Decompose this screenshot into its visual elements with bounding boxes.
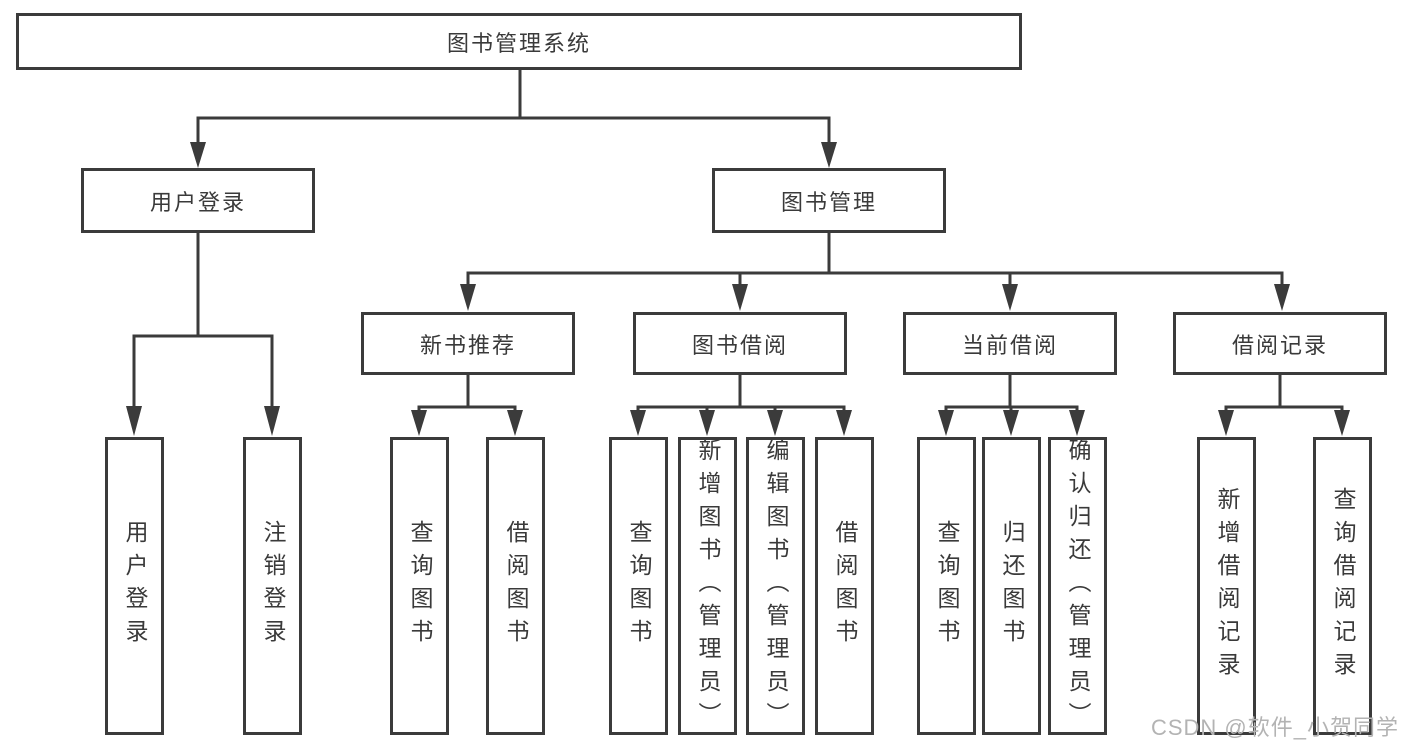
node-user-login: 用户登录	[81, 168, 315, 233]
leaf-borrow-books-borrowing: 借阅图书	[815, 437, 874, 735]
leaf-logout: 注销登录	[243, 437, 302, 735]
leaf-edit-books-admin: 编辑图书（管理员）	[746, 437, 805, 735]
leaf-label: 注销登录	[260, 520, 286, 652]
leaf-label: 查询图书	[934, 520, 960, 652]
leaf-user-login: 用户登录	[105, 437, 164, 735]
leaf-add-books-admin: 新增图书（管理员）	[678, 437, 737, 735]
leaf-label: 查询图书	[407, 520, 433, 652]
node-current-borrowing: 当前借阅	[903, 312, 1117, 375]
node-book-borrowing: 图书借阅	[633, 312, 847, 375]
leaf-borrow-books-recommend: 借阅图书	[486, 437, 545, 735]
leaf-confirm-return-admin: 确认归还（管理员）	[1048, 437, 1107, 735]
leaf-label: 用户登录	[122, 520, 148, 652]
arrowhead-icons	[126, 142, 1350, 436]
leaf-label: 编辑图书（管理员）	[763, 437, 789, 735]
leaf-label: 新增借阅记录	[1214, 487, 1240, 685]
leaf-query-books-borrowing: 查询图书	[609, 437, 668, 735]
leaf-query-books-recommend: 查询图书	[390, 437, 449, 735]
leaf-label: 借阅图书	[503, 520, 529, 652]
leaf-add-borrow-record: 新增借阅记录	[1197, 437, 1256, 735]
node-book-management: 图书管理	[712, 168, 946, 233]
leaf-label: 确认归还（管理员）	[1065, 437, 1091, 735]
leaf-query-borrow-record: 查询借阅记录	[1313, 437, 1372, 735]
leaf-label: 新增图书（管理员）	[695, 437, 721, 735]
leaf-return-books: 归还图书	[982, 437, 1041, 735]
node-borrowing-records: 借阅记录	[1173, 312, 1387, 375]
leaf-label: 借阅图书	[832, 520, 858, 652]
node-library-management-system: 图书管理系统	[16, 13, 1022, 70]
csdn-watermark: CSDN @软件_小贺同学	[1150, 715, 1399, 740]
leaf-label: 查询借阅记录	[1330, 487, 1356, 685]
leaf-label: 归还图书	[999, 520, 1025, 652]
leaf-label: 查询图书	[626, 520, 652, 652]
leaf-query-books-current: 查询图书	[917, 437, 976, 735]
node-new-book-recommendation: 新书推荐	[361, 312, 575, 375]
connector-edges	[132, 70, 1344, 412]
